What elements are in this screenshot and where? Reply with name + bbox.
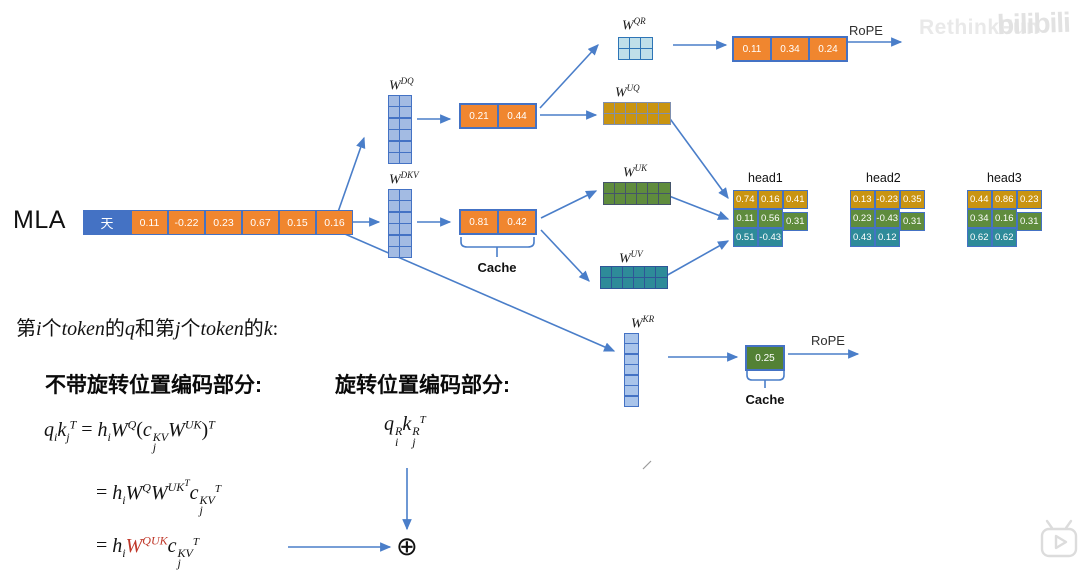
- wuk-matrix: [602, 181, 671, 205]
- oplus-symbol: ⊕: [396, 532, 418, 561]
- mla-title: MLA: [13, 206, 66, 234]
- wkr-label: WKR: [631, 314, 655, 332]
- heading-no-rope: 不带旋转位置编码部分:: [45, 374, 262, 397]
- wqr-label: WQR: [622, 16, 646, 34]
- token-cell: 天: [84, 211, 130, 234]
- wuq-label: WUQ: [615, 83, 640, 101]
- rope-label-bottom: RoPE: [811, 333, 845, 348]
- wqr-matrix: [617, 36, 653, 60]
- wdq-label: WDQ: [389, 76, 414, 94]
- wkr-matrix: [623, 332, 639, 407]
- watermark-bilibili-logo: bilibili: [996, 6, 1071, 41]
- bilibili-tv-icon: [1040, 519, 1078, 558]
- wdkv-label: WDKV: [389, 170, 419, 188]
- head3-label: head3: [987, 171, 1022, 185]
- stray-mark: [642, 460, 652, 470]
- head2-label: head2: [866, 171, 901, 185]
- wuv-label: WUV: [619, 249, 643, 267]
- cache-label-kv: Cache: [477, 260, 517, 275]
- wdkv-matrix: [387, 188, 412, 258]
- wdq-matrix: [387, 94, 412, 164]
- wuq-matrix: [602, 101, 671, 125]
- rope-label-top: RoPE: [849, 23, 883, 38]
- k-rope-vector: 0.25: [745, 345, 785, 371]
- head1-label: head1: [748, 171, 783, 185]
- intro-line: 第i个token的q和第j个token的k:: [16, 318, 279, 340]
- watermark-brand: RethinkFun: [919, 16, 1040, 39]
- wuv-matrix: [599, 265, 668, 289]
- cache-label-krope: Cache: [745, 392, 785, 407]
- wuk-label: WUK: [623, 163, 648, 181]
- heading-rope: 旋转位置编码部分:: [335, 374, 510, 397]
